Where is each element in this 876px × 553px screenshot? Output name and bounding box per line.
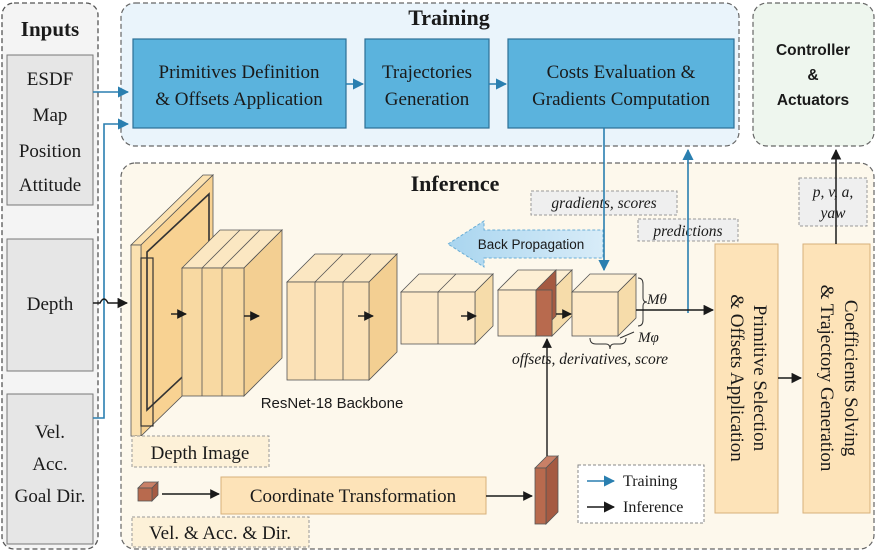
controller-line3: Actuators (777, 92, 849, 109)
trajectories-line2: Generation (385, 89, 470, 110)
primitive-selection-line1: Primitive Selection (749, 305, 770, 452)
outputs-brace (589, 337, 627, 350)
attitude-label: Attitude (19, 175, 81, 196)
goal-dir-label: Goal Dir. (15, 486, 86, 507)
inputs-title: Inputs (21, 17, 79, 41)
esdf-label: ESDF (27, 69, 73, 90)
primitive-selection-box (714, 243, 779, 514)
depth-to-network-arrow (93, 297, 129, 309)
state-output-line1: p, v, a, (812, 184, 854, 201)
trajectories-generation-box (364, 38, 490, 129)
controller-line2: & (807, 67, 818, 84)
backbone-block-2 (286, 253, 398, 381)
coordinate-transformation-label: Coordinate Transformation (250, 486, 457, 507)
m-theta-label: Mθ (646, 292, 667, 308)
training-title: Training (408, 5, 490, 30)
depth-label: Depth (27, 294, 74, 315)
vel-label: Vel. (35, 422, 65, 443)
backbone-block-4 (497, 269, 573, 337)
state-feature-vector (534, 455, 559, 525)
backbone-block-3 (400, 273, 494, 345)
costs-line2: Gradients Computation (532, 89, 710, 110)
coefficients-solving-line1: Coefficients Solving (840, 300, 861, 457)
depth-input-box (6, 238, 94, 372)
state-output-box (798, 177, 868, 227)
primitives-definition-line1: Primitives Definition (159, 62, 320, 83)
back-propagation-label: Back Propagation (478, 237, 585, 252)
primitives-definition-box (132, 38, 347, 129)
state-input-box (6, 393, 94, 545)
backbone-block-1 (181, 229, 283, 397)
m-phi-label: Mφ (637, 330, 659, 346)
m-theta-brace (637, 277, 648, 327)
controller-panel: Controller & Actuators (752, 2, 875, 147)
position-label: Position (19, 141, 82, 162)
depth-image-label: Depth Image (151, 443, 250, 464)
state-output-line2: yaw (819, 205, 847, 222)
inference-title: Inference (411, 171, 500, 196)
legend-training-label: Training (623, 473, 678, 490)
backbone-label: ResNet-18 Backbone (261, 395, 404, 412)
costs-line1: Costs Evaluation & (547, 62, 696, 83)
acc-label: Acc. (32, 454, 67, 475)
vel-acc-dir-label-box (131, 516, 310, 548)
legend-inference-label: Inference (623, 499, 683, 516)
legend: Training Inference (577, 464, 705, 524)
depth-image-label-box (131, 435, 270, 468)
coefficients-solving-line2: & Trajectory Generation (816, 285, 837, 472)
trajectories-line1: Trajectories (382, 62, 472, 83)
training-panel: Training Primitives Definition & Offsets… (120, 2, 740, 147)
state-to-training-arrow (93, 118, 130, 419)
state-cube (137, 481, 159, 502)
back-propagation-arrow (447, 220, 604, 268)
vel-acc-dir-label: Vel. & Acc. & Dir. (149, 523, 291, 544)
costs-evaluation-box (507, 38, 735, 129)
esdf-input-box (6, 54, 94, 206)
primitives-definition-line2: & Offsets Application (155, 89, 323, 110)
controller-line1: Controller (776, 42, 850, 59)
outputs-label: offsets, derivatives, score (512, 351, 668, 368)
primitive-selection-line2: & Offsets Application (726, 294, 747, 462)
inputs-panel: Inputs ESDF Map Position Attitude Depth … (1, 2, 99, 550)
map-label: Map (33, 105, 68, 126)
output-block (571, 273, 637, 337)
